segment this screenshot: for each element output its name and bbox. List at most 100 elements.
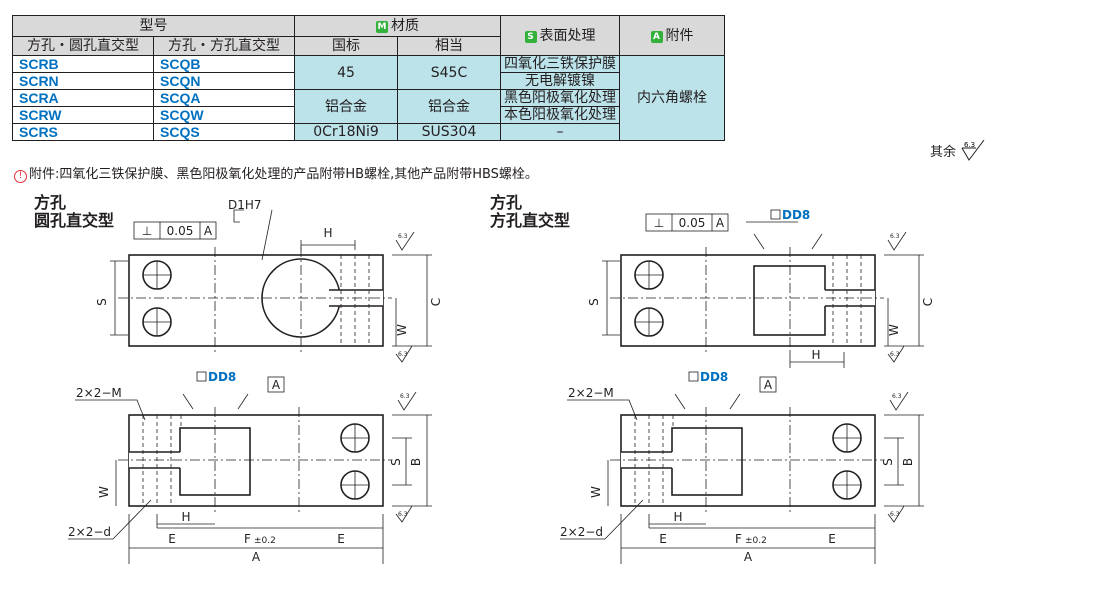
roughness-mark-icon: 6.3 xyxy=(395,345,413,363)
dim-c: C xyxy=(921,298,935,306)
dd8-text: DD8 xyxy=(208,370,236,384)
datum-a-text: A xyxy=(764,378,773,392)
tolerance-datum: A xyxy=(204,224,213,238)
tolerance-frame-right: ⊥ 0.05 A xyxy=(645,213,729,232)
dim-w: W xyxy=(887,324,901,336)
roughness-value: 6.3 xyxy=(964,141,975,149)
label-hole-d: 2×2−d xyxy=(560,525,603,539)
left-top-view xyxy=(128,254,384,347)
model-code: SCQS xyxy=(153,123,295,141)
tolerance-value: 0.05 xyxy=(167,224,194,238)
right-view-title: 方孔 方孔直交型 xyxy=(490,194,570,230)
dim-d1: D1H7 xyxy=(228,198,262,212)
dim-f-tol: ±0.2 xyxy=(745,536,767,546)
roughness-mark-icon: 6.3 xyxy=(887,505,905,523)
material-badge-icon: M xyxy=(376,21,388,33)
material-equiv: SUS304 xyxy=(397,123,501,141)
dim-h: H xyxy=(181,510,190,524)
label-thread-m: 2×2−M xyxy=(568,386,614,400)
surface-badge-icon: S xyxy=(524,30,537,43)
perpendicularity-icon: ⊥ xyxy=(142,224,152,238)
dim-a: A xyxy=(744,550,753,564)
material-gb: 0Cr18Ni9 xyxy=(294,123,398,141)
dim-e: E xyxy=(659,532,667,546)
surface-cell: 黑色阳极氧化处理 xyxy=(500,89,620,107)
dim-s: S xyxy=(881,458,895,466)
dim-w: W xyxy=(589,486,603,498)
left-view-title: 方孔 圆孔直交型 xyxy=(34,194,114,230)
dim-b: B xyxy=(409,458,423,466)
right-bottom-view xyxy=(620,414,876,507)
model-code: SCQB xyxy=(153,55,295,73)
surface-cell: 本色阳极氧化处理 xyxy=(500,106,620,124)
header-material-label: 材质 xyxy=(391,18,419,34)
accessory-cell: 内六角螺栓 xyxy=(619,55,725,141)
left-view-title-line2: 圆孔直交型 xyxy=(34,211,115,230)
roughness-mark-icon: 6.3 xyxy=(395,505,413,523)
dim-h: H xyxy=(673,510,682,524)
dd8-label-left: DD8 xyxy=(196,370,236,384)
dim-s: S xyxy=(587,298,601,306)
roughness-mark-icon: 6.3 xyxy=(397,391,417,411)
others-label: 其余 xyxy=(930,145,957,160)
roughness-icon: 6.3 xyxy=(961,139,985,161)
label-hole-d: 2×2−d xyxy=(68,525,111,539)
model-code: SCQW xyxy=(153,106,295,124)
header-equiv: 相当 xyxy=(397,36,501,56)
datum-a-text: A xyxy=(272,378,281,392)
tolerance-datum: A xyxy=(716,216,725,230)
left-view-title-line1: 方孔 xyxy=(34,193,67,212)
dim-h: H xyxy=(323,226,332,240)
dim-w: W xyxy=(97,486,111,498)
warning-icon: ! xyxy=(14,170,27,183)
dd8-label-right-top: DD8 xyxy=(770,208,810,222)
left-bottom-view xyxy=(128,414,384,507)
model-code: SCRB xyxy=(12,55,154,73)
accessory-note-text: 附件:四氧化三铁保护膜、黑色阳极氧化处理的产品附带HB螺栓,其他产品附带HBS螺… xyxy=(29,167,538,182)
dim-f-tol: ±0.2 xyxy=(254,536,276,546)
surface-cell: – xyxy=(500,123,620,141)
dim-h: H xyxy=(811,348,820,362)
svg-text:6.3: 6.3 xyxy=(890,511,900,518)
roughness-mark-icon: 6.3 xyxy=(395,231,415,251)
svg-text:6.3: 6.3 xyxy=(890,351,900,358)
accessory-badge-icon: A xyxy=(650,30,663,43)
roughness-mark-icon: 6.3 xyxy=(887,345,905,363)
accessory-note: !附件:四氧化三铁保护膜、黑色阳极氧化处理的产品附带HB螺栓,其他产品附带HBS… xyxy=(14,163,538,183)
svg-text:6.3: 6.3 xyxy=(398,233,408,240)
material-gb: 45 xyxy=(294,55,398,90)
material-gb: 铝合金 xyxy=(294,89,398,124)
header-square-type: 方孔・方孔直交型 xyxy=(153,36,295,56)
header-surface-label: 表面处理 xyxy=(539,27,596,44)
dim-e: E xyxy=(337,532,345,546)
tolerance-value: 0.05 xyxy=(679,216,706,230)
svg-text:6.3: 6.3 xyxy=(398,351,408,358)
dd8-text: DD8 xyxy=(782,208,810,222)
dim-f: F xyxy=(244,532,251,546)
dd8-label-right-bottom: DD8 xyxy=(688,370,728,384)
svg-text:6.3: 6.3 xyxy=(892,393,902,400)
model-code: SCQN xyxy=(153,72,295,90)
dim-a: A xyxy=(252,550,261,564)
perpendicularity-icon: ⊥ xyxy=(654,216,664,230)
svg-text:6.3: 6.3 xyxy=(400,393,410,400)
roughness-mark-icon: 6.3 xyxy=(889,391,909,411)
dim-e: E xyxy=(828,532,836,546)
header-model: 型号 xyxy=(12,15,295,37)
dd8-text: DD8 xyxy=(700,370,728,384)
header-gb: 国标 xyxy=(294,36,398,56)
dim-b: B xyxy=(901,458,915,466)
model-code: SCRN xyxy=(12,72,154,90)
dim-w: W xyxy=(395,324,409,336)
datum-a-right: A xyxy=(759,376,777,393)
datum-a-left: A xyxy=(267,376,285,393)
surface-roughness-note: 其余 6.3 xyxy=(930,139,986,162)
svg-text:6.3: 6.3 xyxy=(398,511,408,518)
header-accessory-label: 附件 xyxy=(665,27,694,44)
dim-e: E xyxy=(168,532,176,546)
svg-text:6.3: 6.3 xyxy=(890,233,900,240)
